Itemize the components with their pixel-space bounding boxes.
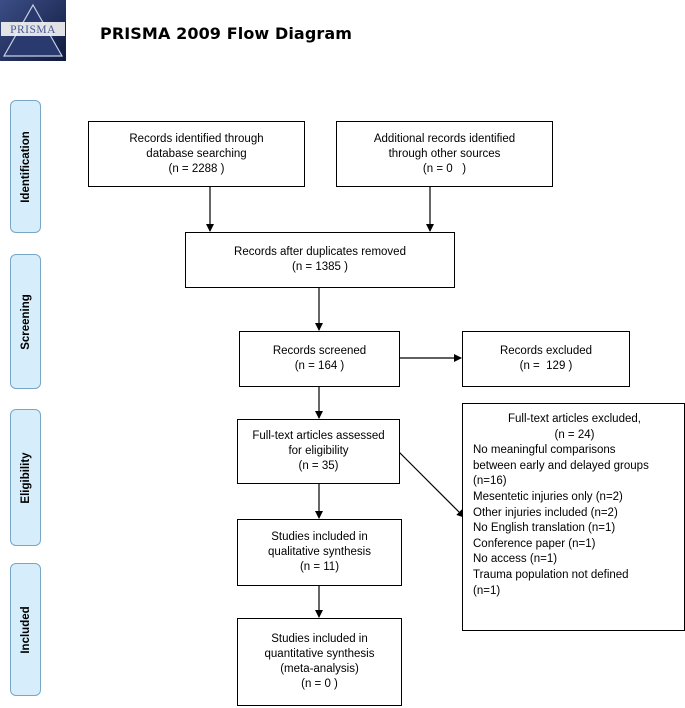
- exclusion-reason: No English translation (n=1): [473, 522, 616, 535]
- box-quantitative-synthesis: Studies included in quantitative synthes…: [237, 618, 402, 706]
- box-count: (n = 0 ): [422, 162, 467, 175]
- page-title: PRISMA 2009 Flow Diagram: [100, 24, 353, 43]
- exclusion-reason: No access (n=1): [473, 553, 558, 566]
- box-duplicates-removed: Records after duplicates removed (n = 13…: [185, 232, 455, 288]
- box-text: through other sources: [388, 147, 501, 160]
- box-records-excluded: Records excluded (n = 129 ): [462, 331, 630, 387]
- box-text: quantitative synthesis: [264, 648, 375, 660]
- box-text: for eligibility: [288, 445, 349, 457]
- exclusion-reason: Trauma population not defined: [473, 568, 629, 581]
- box-records-screened: Records screened (n = 164 ): [239, 331, 400, 387]
- box-count: (n = 35): [298, 460, 339, 472]
- exclusion-reason: No meaningful comparisons: [473, 444, 616, 457]
- excluded-heading: Full-text articles excluded,: [508, 413, 641, 425]
- box-fulltext-excluded: Full-text articles excluded, (n = 24) No…: [462, 403, 685, 631]
- excluded-count: (n = 24): [554, 428, 595, 441]
- logo-text: PRISMA: [10, 24, 56, 36]
- box-text: qualitative synthesis: [268, 546, 371, 558]
- exclusion-reason: (n=1): [473, 584, 501, 597]
- box-count: (n = 129 ): [519, 360, 573, 372]
- box-text: Studies included in: [271, 633, 368, 645]
- box-text: Records screened: [272, 345, 367, 357]
- box-text: Records excluded: [499, 345, 593, 357]
- box-count: (n = 0 ): [301, 678, 338, 690]
- box-count: (n = 164 ): [294, 360, 345, 372]
- box-text: Full-text articles assessed: [252, 430, 385, 442]
- arrow-fulltext-to-excluded: [398, 451, 465, 518]
- box-qualitative-synthesis: Studies included in qualitative synthesi…: [237, 519, 402, 586]
- phase-eligibility: Eligibility: [10, 409, 41, 546]
- box-text: Records after duplicates removed: [234, 246, 406, 258]
- prisma-logo: PRISMA: [0, 0, 66, 61]
- box-text: Studies included in: [271, 531, 368, 543]
- exclusion-reason: Mesentetic injuries only (n=2): [473, 490, 623, 503]
- exclusion-reason: Other injuries included (n=2): [473, 506, 618, 519]
- exclusion-reason: between early and delayed groups: [473, 459, 649, 472]
- box-count: (n = 2288 ): [168, 162, 225, 175]
- box-count: (n = 11): [299, 561, 340, 573]
- phase-identification: Identification: [10, 100, 41, 233]
- phase-screening: Screening: [10, 254, 41, 389]
- box-text: Additional records identified: [373, 132, 516, 145]
- phase-included: Included: [10, 563, 41, 696]
- exclusion-reason: Conference paper (n=1): [473, 537, 596, 550]
- box-count: (n = 1385 ): [292, 261, 348, 273]
- box-text: Records identified through: [129, 132, 264, 145]
- box-database-search: Records identified through database sear…: [88, 121, 305, 187]
- box-other-sources: Additional records identified through ot…: [336, 121, 553, 187]
- box-fulltext-assessed: Full-text articles assessed for eligibil…: [237, 419, 400, 484]
- box-text: (meta-analysis): [280, 663, 359, 675]
- exclusion-reason: (n=16): [473, 475, 507, 488]
- box-text: database searching: [146, 147, 247, 160]
